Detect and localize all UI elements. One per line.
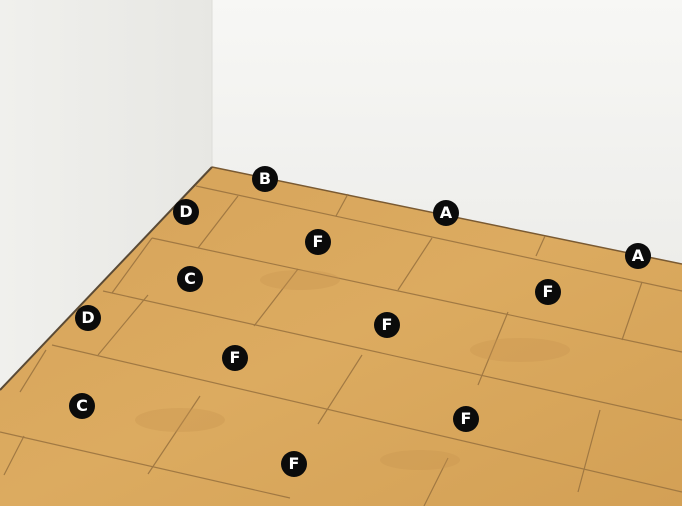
marker-c-2[interactable]: C bbox=[69, 393, 95, 419]
marker-f-2[interactable]: F bbox=[535, 279, 561, 305]
marker-a-1[interactable]: A bbox=[433, 200, 459, 226]
marker-f-1[interactable]: F bbox=[305, 229, 331, 255]
marker-c-1[interactable]: C bbox=[177, 266, 203, 292]
marker-b[interactable]: B bbox=[252, 166, 278, 192]
marker-f-3[interactable]: F bbox=[374, 312, 400, 338]
marker-f-6[interactable]: F bbox=[281, 451, 307, 477]
marker-a-2[interactable]: A bbox=[625, 243, 651, 269]
marker-d-2[interactable]: D bbox=[75, 305, 101, 331]
marker-f-5[interactable]: F bbox=[453, 406, 479, 432]
marker-f-4[interactable]: F bbox=[222, 345, 248, 371]
marker-d-1[interactable]: D bbox=[173, 199, 199, 225]
